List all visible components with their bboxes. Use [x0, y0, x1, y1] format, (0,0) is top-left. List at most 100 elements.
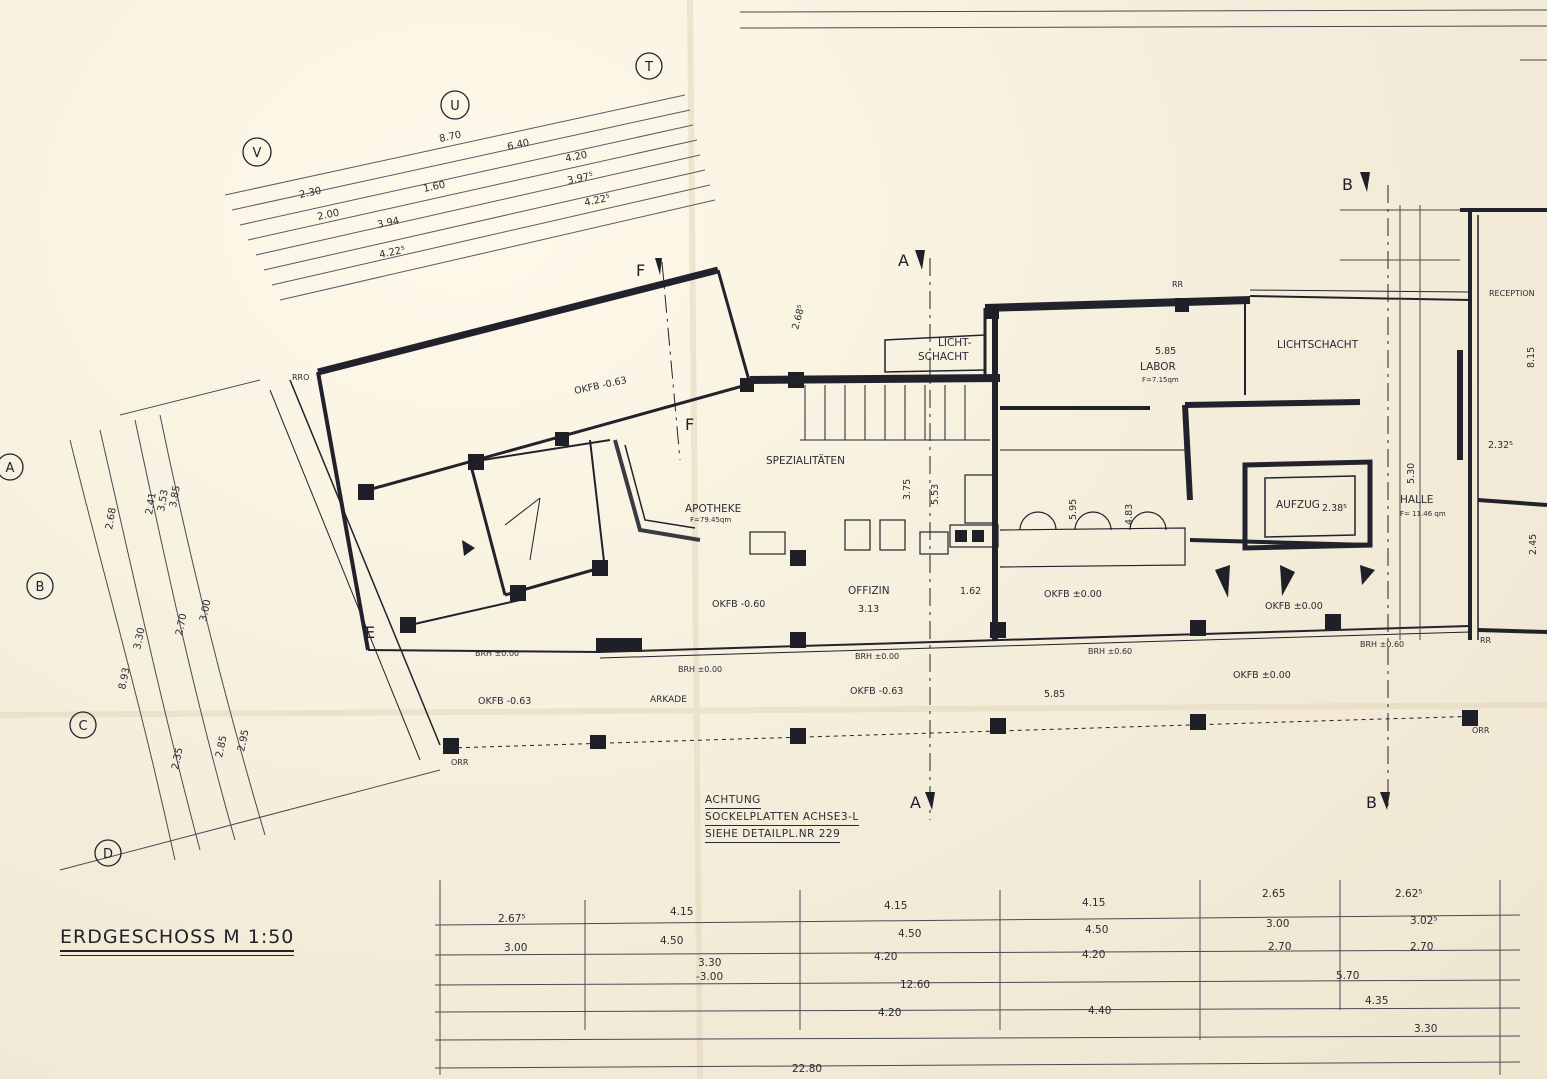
- section-flags: [655, 172, 1390, 810]
- dim-b3-2: 2.70: [1268, 941, 1291, 953]
- grid-label-d: D: [103, 847, 113, 862]
- room-halle: HALLE: [1400, 494, 1433, 506]
- room-lichtschacht: LICHTSCHACHT: [1277, 339, 1359, 351]
- grid-label-b: B: [36, 580, 45, 595]
- dim-m-13: 2.68⁵: [790, 304, 807, 331]
- section-lines: [661, 185, 1389, 820]
- section-mark-a-top: A: [898, 251, 909, 270]
- dim-l-5: 2.70: [174, 613, 189, 637]
- dim-tl-3: 2.30: [298, 186, 322, 201]
- drawing-title: ERDGESCHOSS M 1:50: [60, 926, 295, 956]
- room-apotheke: APOTHEKE: [685, 503, 741, 515]
- room-lichtschacht-small-1: LICHT-: [938, 337, 972, 349]
- grid-label-v: V: [253, 146, 262, 161]
- dim-l-7: 8.93: [117, 667, 132, 691]
- room-apotheke-area: F=79.45qm: [690, 516, 731, 524]
- grid-label-a: A: [6, 461, 15, 476]
- dim-m-7: 4.83: [1124, 504, 1135, 525]
- dims-bottom: 2.67⁵ 4.15 4.15 4.15 2.65 2.62⁵ 3.00 4.5…: [498, 888, 1438, 1075]
- grid-label-u: U: [450, 99, 460, 114]
- level-orr-2: ORR: [1472, 726, 1490, 735]
- dim-b4-1: -3.00: [696, 971, 723, 983]
- room-aufzug: AUFZUG: [1276, 499, 1320, 511]
- dim-b5-1: 4.40: [1088, 1005, 1111, 1017]
- dim-b2-5: 3.02⁵: [1410, 915, 1438, 927]
- room-spezialitaeten: SPEZIALITÄTEN: [766, 454, 845, 467]
- main-wing: [449, 208, 1547, 749]
- section-mark-b-top: B: [1342, 175, 1353, 194]
- section-mark-e: E: [365, 623, 375, 642]
- level-okfb-063-a: OKFB -0.63: [573, 375, 627, 397]
- level-rr-1: RR: [1172, 280, 1184, 289]
- grid-label-t: T: [644, 60, 653, 75]
- note-line-1: ACHTUNG: [705, 792, 761, 809]
- dim-m-9: 5.30: [1406, 463, 1417, 484]
- dim-b2-2: 4.50: [898, 928, 921, 940]
- level-rr-2: RR: [1480, 636, 1492, 645]
- dim-b1-4: 2.65: [1262, 888, 1285, 900]
- level-brh-3: BRH ±0.00: [855, 652, 899, 661]
- room-labor-area: F=7.15qm: [1142, 376, 1179, 384]
- dim-l-1: 2.41: [144, 492, 159, 516]
- dim-m-12: 1.62: [960, 586, 981, 597]
- level-brh-2: BRH ±0.00: [678, 665, 722, 674]
- dim-b1-5: 2.62⁵: [1395, 888, 1423, 900]
- dim-tl-5: 2.00: [316, 208, 340, 223]
- room-labels: APOTHEKE F=79.45qm SPEZIALITÄTEN OFFIZIN…: [650, 289, 1535, 705]
- note-line-2: SOCKELPLATTEN ACHSE3-L: [705, 809, 859, 826]
- dim-b5-3: 3.30: [1414, 1023, 1437, 1035]
- dim-m-0: 5.85: [1044, 689, 1065, 700]
- west-wing: [224, 94, 804, 761]
- level-brh-4: BRH ±0.60: [1088, 647, 1132, 656]
- room-reception: RECEPTION: [1489, 289, 1535, 298]
- level-labels: OKFB -0.63 OKFB -0.63 OKFB -0.63 OKFB -0…: [292, 280, 1492, 767]
- dim-b2-0: 3.00: [504, 942, 527, 954]
- left-dimensions: [59, 379, 441, 871]
- dim-l-2: 3.53: [156, 489, 171, 513]
- dim-m-6: 5.95: [1068, 499, 1079, 520]
- level-okfb-000-a: OKFB ±0.00: [1044, 589, 1102, 600]
- dims-top-left: 8.70 6.40 4.20 2.30 1.60 2.00 3.97⁵ 4.22…: [298, 130, 611, 261]
- dim-l-8: 2.35: [170, 747, 185, 771]
- dim-tl-6: 3.97⁵: [566, 171, 594, 187]
- note-line-3: SIEHE DETAILPL.NR 229: [705, 826, 841, 843]
- level-brh-5: BRH ±0.60: [1360, 640, 1404, 649]
- dim-tl-4: 1.60: [422, 180, 446, 195]
- dim-b1-0: 2.67⁵: [498, 913, 526, 925]
- dims-misc: 5.85 5.85 2.38⁵ 2.32⁵ 3.75 5.53 5.95 4.8…: [790, 304, 1539, 700]
- level-rro: RRO: [292, 373, 309, 382]
- level-okfb-000-b: OKFB ±0.00: [1265, 601, 1323, 612]
- section-mark-a-bottom: A: [910, 793, 921, 812]
- dim-b1-3: 4.15: [1082, 897, 1105, 909]
- level-okfb-000-c: OKFB ±0.00: [1233, 670, 1291, 681]
- room-halle-area: F= 11.46 qm: [1400, 510, 1446, 518]
- section-mark-b-bottom: B: [1366, 793, 1377, 812]
- room-lichtschacht-small-2: SCHACHT: [918, 351, 969, 363]
- dim-tl-1: 6.40: [506, 138, 530, 153]
- dim-b4-3: 5.70: [1336, 970, 1359, 982]
- dim-m-8: 8.15: [1526, 347, 1537, 368]
- dim-b1-2: 4.15: [884, 900, 907, 912]
- dim-l-4: 3.30: [132, 627, 147, 651]
- section-mark-f-top: F: [636, 261, 645, 280]
- dim-m-1: 5.85: [1155, 346, 1176, 357]
- dim-l-3: 3.85: [168, 485, 183, 509]
- dim-l-0: 2.68: [104, 507, 119, 531]
- dim-b2-4: 3.00: [1266, 918, 1289, 930]
- dim-tl-2: 4.20: [564, 150, 588, 165]
- dim-b5-2: 4.35: [1365, 995, 1388, 1007]
- dim-l-10: 2.95: [236, 729, 251, 753]
- level-brh-1: BRH ±0.00: [475, 649, 519, 658]
- room-labor: LABOR: [1140, 361, 1176, 373]
- dim-tl-9: 3.94: [376, 216, 400, 231]
- level-okfb-063-b: OKFB -0.63: [478, 696, 531, 707]
- dim-b4-0: 3.30: [698, 957, 721, 969]
- dim-b3-3: 2.70: [1410, 941, 1433, 953]
- drawing-note: ACHTUNG SOCKELPLATTEN ACHSE3-L SIEHE DET…: [705, 792, 859, 843]
- grid-circles: [0, 52, 663, 867]
- dims-left: 2.68 2.41 3.53 3.85 3.30 2.70 3.00 8.93 …: [104, 485, 251, 771]
- dim-tl-0: 8.70: [438, 130, 462, 145]
- level-okfb-063-c: OKFB -0.63: [850, 686, 903, 697]
